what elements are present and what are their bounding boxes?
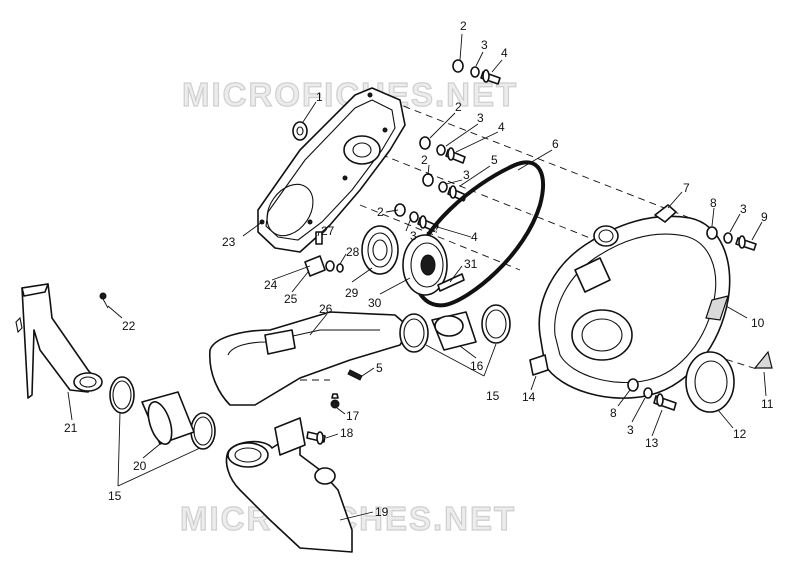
callout-16: 16 [470,359,484,373]
callout-26: 26 [319,302,333,316]
callout-27: 27 [321,224,335,238]
callout-3b: 3 [477,111,484,125]
callout-22: 22 [122,319,136,333]
leader-lines [67,33,767,521]
callout-8a: 8 [710,196,717,210]
callout-4b: 4 [498,120,505,134]
screw-part-22 [99,292,109,309]
callout-2b: 2 [455,100,462,114]
callout-5b: 5 [376,361,383,375]
callout-9: 9 [761,210,768,224]
callout-4a: 4 [501,46,508,60]
washer-part-1 [292,121,308,141]
hardware-stack-cover-top [706,226,757,251]
callout-3d: 3 [410,229,417,243]
hardware-stack-second [419,136,466,164]
hardware-stack-fourth [394,203,439,233]
callout-18: 18 [340,426,354,440]
callout-15a: 15 [486,389,500,403]
callout-31: 31 [464,257,478,271]
bolt-part-18 [306,431,326,445]
hardware-stack-third [422,173,467,202]
hardware-stack-top [452,59,501,85]
callout-13: 13 [645,436,659,450]
callout-25: 25 [284,292,298,306]
callout-5a: 5 [491,153,498,167]
callout-29: 29 [345,286,359,300]
hardware-stack-cover-bottom [627,378,677,411]
callout-8b: 8 [610,406,617,420]
callout-19: 19 [375,505,389,519]
main-intake-duct-part-26 [209,311,411,406]
callout-24: 24 [264,278,278,292]
callout-20: 20 [133,459,147,473]
intake-duct-part-21 [15,283,103,399]
coupler-sleeve-part-20 [141,391,195,445]
callout-14: 14 [522,390,536,404]
screw-part-5-duct [347,369,363,381]
gasket-part-12 [685,351,735,413]
outer-clutch-cover-part-7 [529,204,731,399]
clamp-left-a-part-15 [109,376,135,414]
bearing-plate-part-30 [402,234,465,296]
callout-2d: 2 [377,205,384,219]
callout-10: 10 [751,316,765,330]
callout-30: 30 [368,296,382,310]
callout-3c: 3 [463,168,470,182]
callout-4c: 4 [471,230,478,244]
watermark-top: MICROFICHES.NET [182,76,518,113]
callout-1: 1 [316,90,323,104]
callout-6: 6 [552,137,559,151]
decal-part-10 [705,295,729,321]
drive-belt-part-6 [412,160,545,308]
clamp-left-b-part-15 [190,412,216,450]
small-hardware-left [304,231,344,277]
callout-12: 12 [733,427,747,441]
callout-21: 21 [64,421,78,435]
callout-3f: 3 [627,423,634,437]
coupler-sleeve-part-16 [431,311,477,351]
callout-7: 7 [683,181,690,195]
callout-2a: 2 [460,19,467,33]
callout-3a: 3 [481,38,488,52]
fastener-part-17 [330,393,340,409]
callout-3e: 3 [740,202,747,216]
callout-17: 17 [346,409,360,423]
callout-15b: 15 [108,489,122,503]
callout-2c: 2 [421,153,428,167]
callout-28: 28 [346,245,360,259]
callout-labels: 1 2 3 4 2 3 4 2 3 5 6 2 3 4 27 23 28 24 … [64,19,774,519]
callout-23: 23 [222,235,236,249]
label-part-11 [753,350,773,369]
clamp-right-a-part-15 [399,313,429,353]
seal-part-29 [361,225,399,275]
watermark-bottom: MICROFICHES.NET [180,500,516,537]
lower-duct-part-19 [225,417,353,553]
callout-11: 11 [761,397,774,411]
clamp-right-b-part-15 [481,304,511,344]
